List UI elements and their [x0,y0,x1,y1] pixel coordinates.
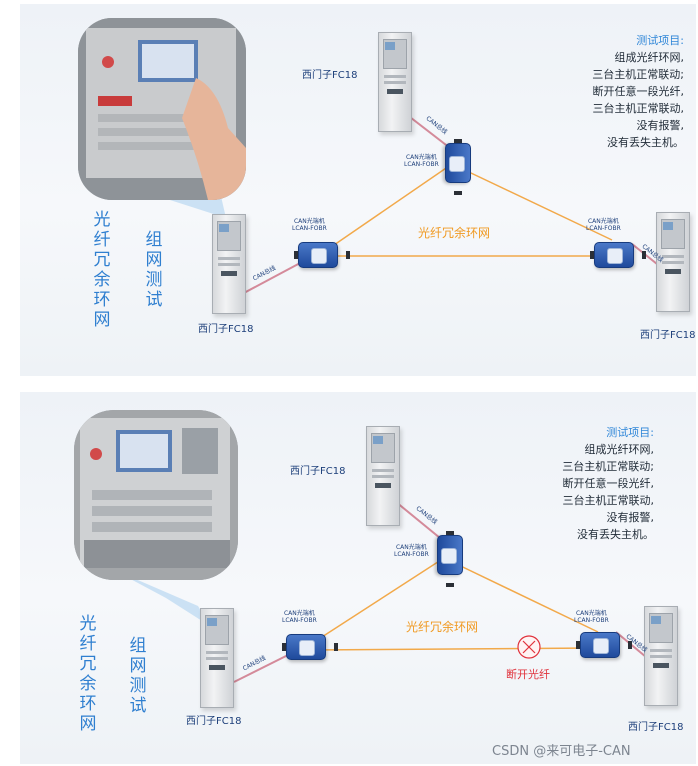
test-items-title: 测试项目: [636,34,684,47]
test-item-line: 三台主机正常联动; [592,68,684,81]
test-item-line: 没有丢失主机。 [577,528,654,541]
control-panel-photo [74,410,238,580]
test-items: 测试项目: 组成光纤环网, 三台主机正常联动; 断开任意一段光纤, 三台主机正常… [592,32,684,151]
test-items: 测试项目: 组成光纤环网, 三台主机正常联动; 断开任意一段光纤, 三台主机正常… [562,424,654,543]
host-cabinet [644,606,678,706]
test-item-line: 三台主机正常联动; [562,460,654,473]
test-item-line: 断开任意一段光纤, [592,85,685,98]
test-item-line: 组成光纤环网, [584,443,655,456]
host-label: 西门子FC18 [290,466,346,477]
can-fiber-converter [437,535,463,575]
host-cabinet [378,32,412,132]
can-fiber-converter [282,634,338,660]
vertical-subtitle: 组网测试 [129,636,147,716]
ring-diagram-broken-fiber: 光纤冗余环网 组网测试 西门子FC18 西门子FC18 西门子FC18 CAN光… [20,392,696,764]
host-cabinet [200,608,234,708]
host-label: 西门子FC18 [198,324,254,335]
test-item-line: 没有报警, [606,511,655,524]
fiber-ring [233,501,653,683]
host-cabinet [212,214,246,314]
host-label: 西门子FC18 [640,330,696,341]
host-cabinet [366,426,400,526]
can-fiber-converter [294,242,350,268]
host-cabinet [656,212,690,312]
host-label: 西门子FC18 [186,716,242,727]
vertical-title: 光纤冗余环网 [79,614,97,734]
test-item-line: 没有报警, [636,119,685,132]
watermark: CSDN @来可电子-CAN [492,744,631,759]
test-item-line: 断开任意一段光纤, [562,477,655,490]
test-item-line: 三台主机正常联动, [562,494,655,507]
host-label: 西门子FC18 [628,722,684,733]
break-label: 断开光纤 [506,668,550,681]
test-item-line: 没有丢失主机。 [607,136,684,149]
test-items-title: 测试项目: [606,426,654,439]
ring-diagram-intact: 光纤冗余环网 组网测试 西门子FC18 西门子FC18 西门子FC18 CAN光… [20,4,696,376]
test-item-line: 组成光纤环网, [614,51,685,64]
vertical-title: 光纤冗余环网 [93,210,111,330]
ring-label: 光纤冗余环网 [418,226,491,240]
host-label: 西门子FC18 [302,70,358,81]
ring-label: 光纤冗余环网 [406,620,479,634]
can-fiber-converter [590,242,646,268]
control-panel-photo [78,18,246,200]
vertical-subtitle: 组网测试 [145,230,163,310]
broken-fiber-icon [517,635,541,659]
can-fiber-converter [445,143,471,183]
fiber-ring [241,113,673,295]
test-item-line: 三台主机正常联动, [592,102,685,115]
can-fiber-converter [576,632,632,658]
